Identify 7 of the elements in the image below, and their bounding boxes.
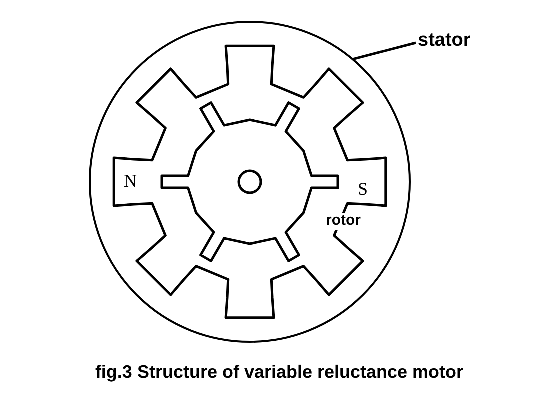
stator-drawing — [89, 21, 411, 343]
caption: fig.3 Structure of variable reluctance motor — [94, 362, 465, 383]
leader-line — [352, 42, 416, 61]
part-label: rotor — [326, 213, 361, 230]
pole-marking: S — [358, 180, 368, 200]
part-label: stator — [418, 30, 471, 52]
pole-marking: N — [124, 172, 137, 192]
